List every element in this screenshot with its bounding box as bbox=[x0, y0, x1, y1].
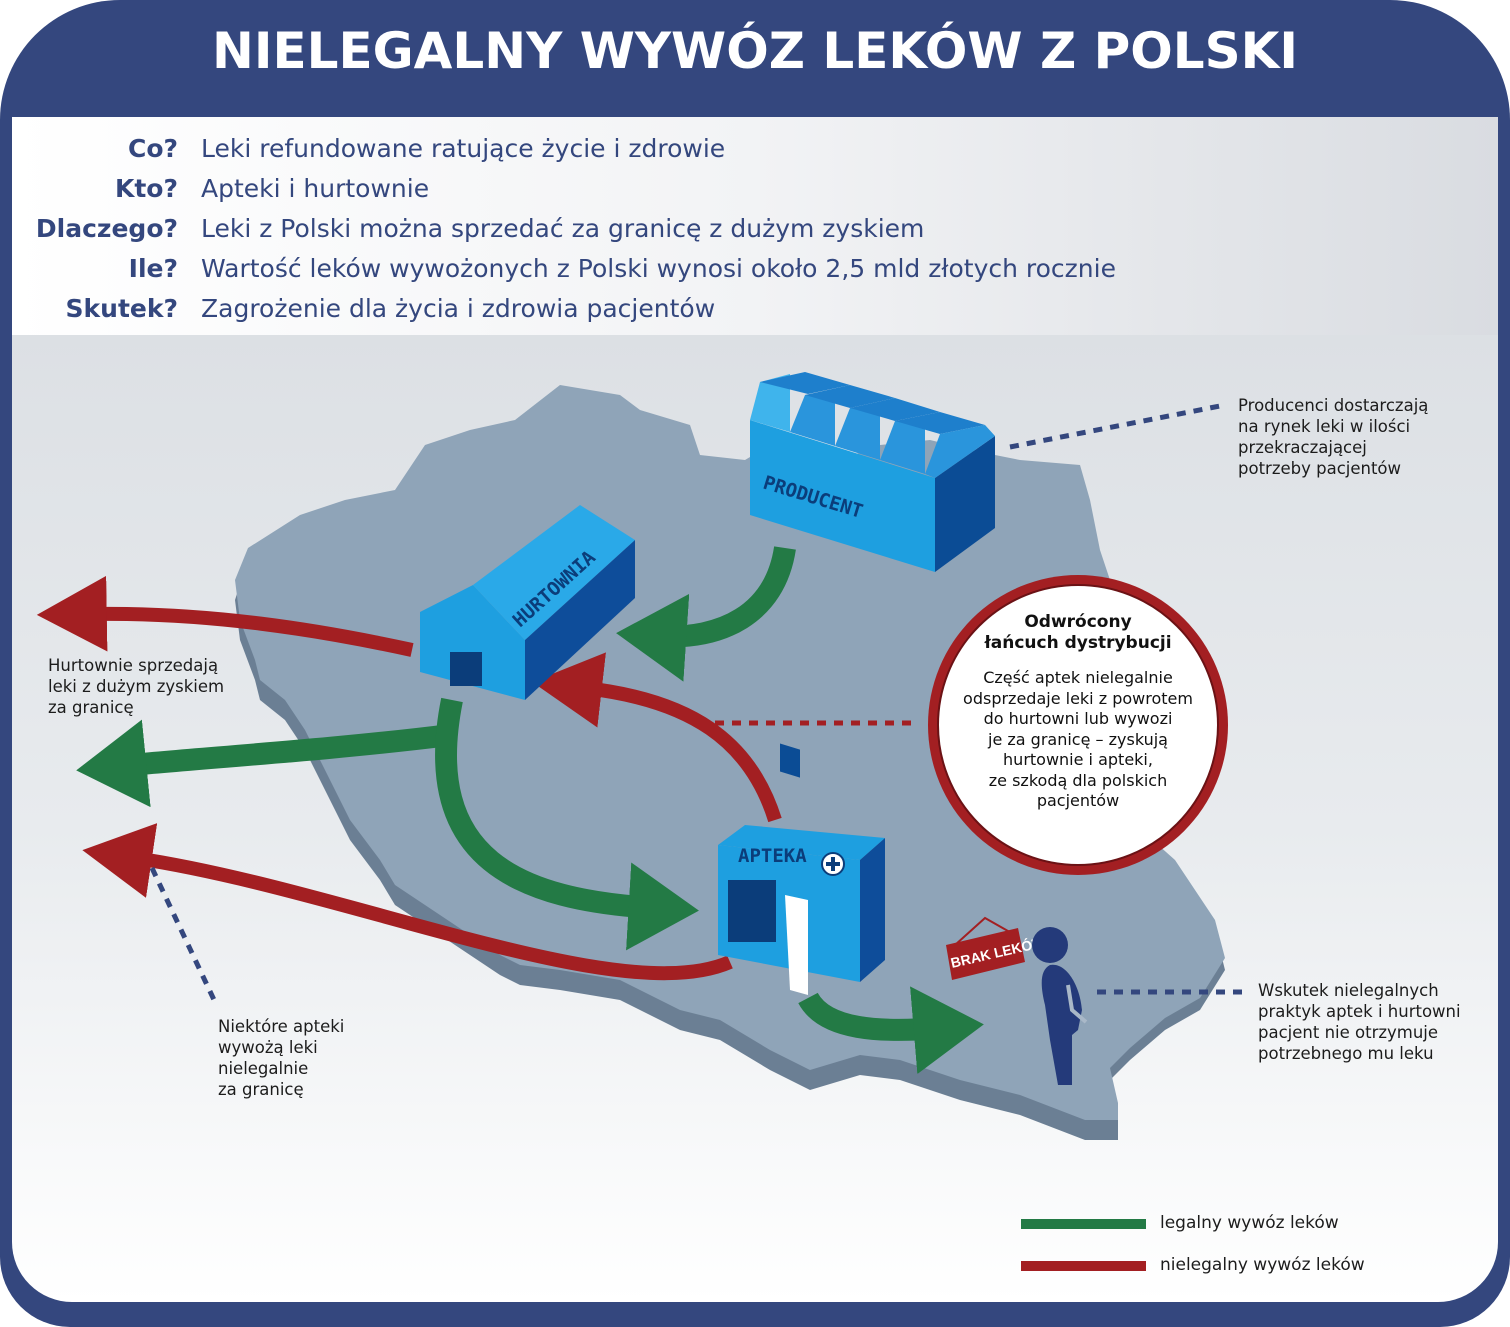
page-title: NIELEGALNY WYWÓZ LEKÓW Z POLSKI bbox=[212, 22, 1298, 80]
circle-body-line: do hurtowni lub wywozi bbox=[983, 709, 1173, 728]
warehouse-side bbox=[525, 540, 635, 700]
fact-row-dlaczego: Dlaczego? Leki z Polski można sprzedać z… bbox=[12, 214, 1498, 254]
fact-question: Dlaczego? bbox=[35, 214, 178, 243]
note-line: na rynek leki w ilości bbox=[1238, 417, 1411, 436]
fact-answer: Zagrożenie dla życia i zdrowia pacjentów bbox=[201, 294, 716, 323]
arrow-hurtownia-export bbox=[36, 575, 414, 657]
note-hurtownie: Hurtownie sprzedają leki z dużym zyskiem… bbox=[48, 655, 224, 718]
apteka-window bbox=[728, 880, 776, 942]
leader-lines bbox=[149, 402, 1245, 1004]
arrow-hurtownia-to-abroad bbox=[76, 719, 452, 808]
factory-roof-saw bbox=[750, 372, 995, 478]
fact-question: Co? bbox=[127, 134, 178, 163]
illegal-arrows bbox=[36, 575, 782, 981]
legend bbox=[1021, 1219, 1146, 1271]
reversed-chain-text: Odwrócony łańcuch dystrybucji Część apte… bbox=[930, 612, 1226, 812]
factory-side bbox=[935, 436, 995, 572]
circle-body-line: je za granicę – zyskują bbox=[988, 729, 1168, 749]
patient-arm bbox=[1066, 984, 1088, 1024]
fact-row-co: Co? Leki refundowane ratujące życie i zd… bbox=[12, 134, 1498, 174]
fact-question: Kto? bbox=[114, 174, 178, 203]
leader-producent bbox=[1009, 402, 1226, 450]
arrow-hurtownia-to-apteka bbox=[435, 697, 699, 951]
producent-factory: PRODUCENT bbox=[750, 372, 995, 778]
facts-panel: Co? Leki refundowane ratujące życie i zd… bbox=[12, 117, 1498, 335]
arrow-producent-to-hurtownia bbox=[616, 545, 796, 682]
pharmacy-cross-icon bbox=[821, 852, 845, 876]
arrow-apteka-export bbox=[82, 823, 733, 981]
circle-body-line: ze szkodą dla polskich bbox=[988, 770, 1168, 790]
fact-answer: Leki z Polski można sprzedać za granicę … bbox=[201, 214, 925, 243]
fact-row-kto: Kto? Apteki i hurtownie bbox=[12, 174, 1498, 214]
note-pacjent: Wskutek nielegalnych praktyk aptek i hur… bbox=[1258, 980, 1461, 1064]
apteka-side bbox=[860, 838, 885, 982]
note-line: Wskutek nielegalnych bbox=[1258, 981, 1439, 1000]
note-line: Hurtownie sprzedają bbox=[48, 656, 219, 675]
circle-body-line: hurtownie i apteki, bbox=[1003, 750, 1153, 769]
note-line: nielegalnie bbox=[218, 1059, 309, 1078]
note-line: Producenci dostarczają bbox=[1238, 396, 1429, 415]
arrow-apteka-back-to-hurtownia bbox=[532, 652, 782, 823]
circle-title: Odwrócony łańcuch dystrybucji bbox=[930, 612, 1226, 654]
fact-answer: Wartość leków wywożonych z Polski wynosi… bbox=[201, 254, 1116, 283]
legal-arrows bbox=[76, 545, 984, 1075]
legend-legal-label: legalny wywóz leków bbox=[1160, 1213, 1339, 1233]
note-line: przekraczającej bbox=[1238, 438, 1367, 457]
warehouse-door bbox=[450, 652, 482, 686]
leader-apteki bbox=[149, 866, 218, 1004]
reversed-chain-circle bbox=[928, 575, 1228, 875]
note-line: za granicę bbox=[48, 698, 134, 717]
factory-front bbox=[750, 420, 935, 572]
warehouse-roof bbox=[473, 505, 635, 640]
warehouse-front bbox=[420, 585, 525, 700]
note-line: Niektóre apteki bbox=[218, 1017, 345, 1036]
circle-title-line: Odwrócony bbox=[1024, 612, 1132, 632]
factory-door bbox=[780, 743, 800, 778]
apteka-pharmacy: APTEKA bbox=[718, 825, 885, 995]
note-line: potrzebnego mu leku bbox=[1258, 1044, 1434, 1063]
legend-illegal-label: nielegalny wywóz leków bbox=[1160, 1255, 1365, 1275]
fact-answer: Apteki i hurtownie bbox=[201, 174, 430, 203]
apteka-label: APTEKA bbox=[738, 845, 807, 867]
content-panel: Co? Leki refundowane ratujące życie i zd… bbox=[12, 117, 1498, 1302]
sign-board bbox=[946, 928, 1025, 980]
fact-row-skutek: Skutek? Zagrożenie dla życia i zdrowia p… bbox=[12, 294, 1498, 334]
apteka-door bbox=[785, 895, 808, 995]
circle-body-line: odsprzedaje leki z powrotem bbox=[963, 688, 1193, 708]
circle-title-line: łańcuch dystrybucji bbox=[984, 633, 1172, 653]
fact-answer: Leki refundowane ratujące życie i zdrowi… bbox=[201, 134, 726, 163]
note-apteki: Niektóre apteki wywożą leki nielegalnie … bbox=[218, 1016, 344, 1100]
note-line: za granicę bbox=[218, 1080, 304, 1099]
note-line: wywożą leki bbox=[218, 1038, 318, 1057]
note-line: praktyk aptek i hurtowni bbox=[1258, 1002, 1461, 1021]
fact-question: Skutek? bbox=[65, 294, 178, 323]
patient-body bbox=[1041, 964, 1082, 1085]
patient: BRAK LEKÓW bbox=[946, 916, 1088, 1085]
circle-body: Część aptek nielegalnie odsprzedaje leki… bbox=[930, 668, 1226, 812]
fact-row-ile: Ile? Wartość leków wywożonych z Polski w… bbox=[12, 254, 1498, 294]
note-line: potrzeby pacjentów bbox=[1238, 459, 1402, 478]
note-line: leki z dużym zyskiem bbox=[48, 677, 225, 696]
circle-body-line: pacjentów bbox=[1036, 791, 1120, 810]
note-producenci: Producenci dostarczają na rynek leki w i… bbox=[1238, 395, 1428, 479]
circle-body-line: Część aptek nielegalnie bbox=[983, 668, 1173, 687]
sign-string bbox=[954, 916, 1016, 946]
note-line: pacjent nie otrzymuje bbox=[1258, 1023, 1439, 1042]
fact-question: Ile? bbox=[128, 254, 178, 283]
apteka-top bbox=[718, 825, 885, 860]
patient-head bbox=[1032, 927, 1068, 963]
arrow-apteka-to-patient bbox=[798, 986, 984, 1075]
hurtownia-warehouse: HURTOWNIA bbox=[420, 505, 635, 700]
